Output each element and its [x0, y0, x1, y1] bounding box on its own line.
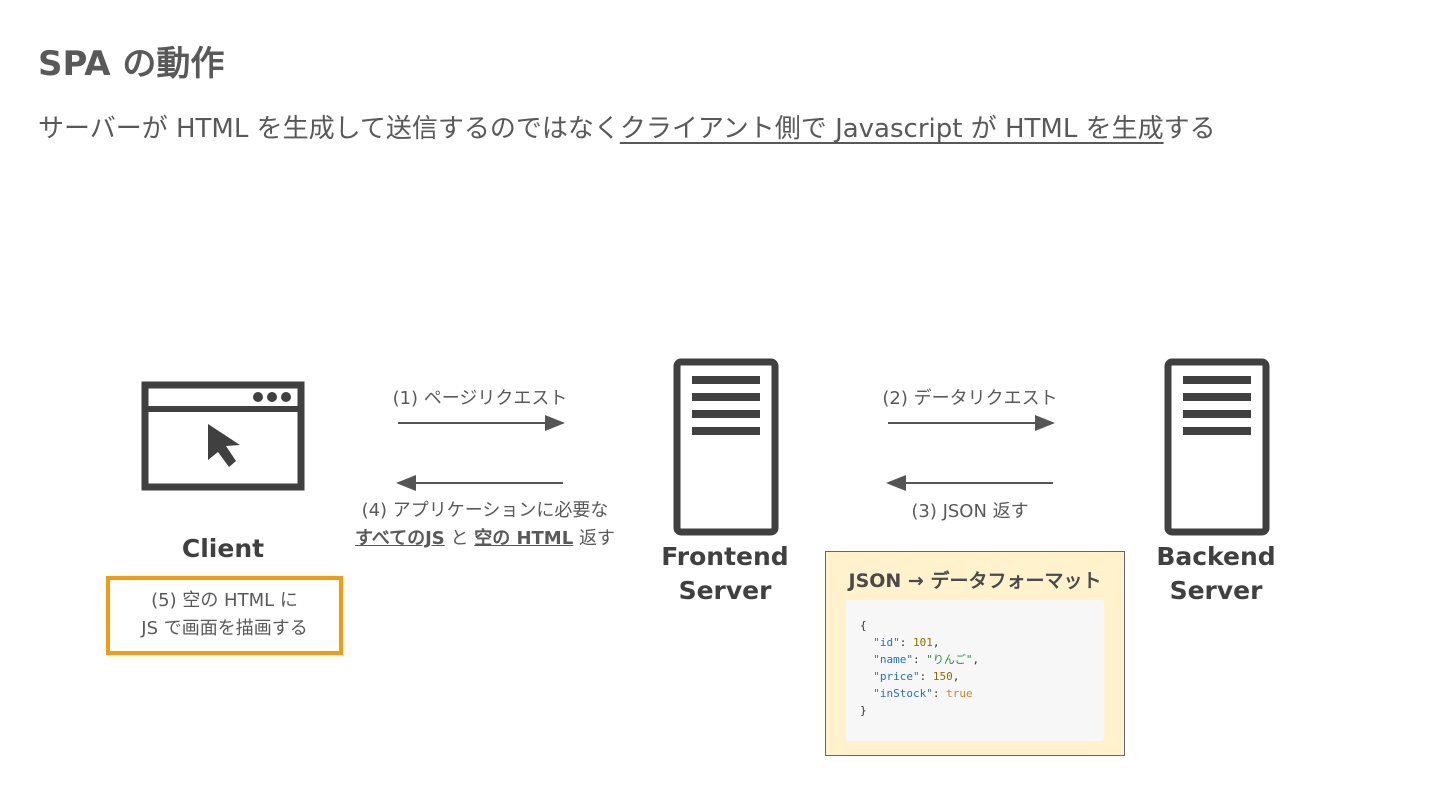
label-json-return: (3) JSON 返す: [911, 501, 1029, 522]
page-subtitle: サーバーが HTML を生成して送信するのではなくクライアント側で Javasc…: [38, 108, 1216, 145]
browser-window-icon: [141, 381, 305, 491]
frontend-server-icon: [673, 358, 779, 536]
code-line: {: [860, 619, 867, 632]
frontend-label-line2: Server: [678, 576, 772, 605]
render-note-line1: (5) 空の HTML に: [151, 590, 298, 611]
empty-html-text: 空の HTML: [474, 528, 574, 549]
label-app-return: (4) アプリケーションに必要な すべてのJS と 空の HTML 返す: [320, 497, 650, 553]
client-label: Client: [181, 534, 265, 563]
all-js-text: すべてのJS: [355, 528, 445, 549]
json-code-sample: { "id": 101, "name": "りんご", "price": 150…: [846, 600, 1104, 741]
backend-label-line1: Backend: [1156, 542, 1276, 571]
label-app-return-line1: (4) アプリケーションに必要な: [361, 500, 609, 521]
render-note-line2: JS で画面を描画する: [141, 618, 308, 639]
code-line: "inStock": true: [873, 687, 973, 700]
return-text: 返す: [578, 528, 615, 549]
code-line: "name": "りんご",: [873, 653, 980, 666]
to-text: と: [450, 528, 469, 549]
label-app-return-line2: すべてのJS と 空の HTML 返す: [320, 525, 650, 553]
frontend-label: Frontend Server: [650, 540, 800, 608]
page-title: SPA の動作: [38, 44, 225, 84]
json-box-heading: JSON → データフォーマット: [848, 570, 1102, 592]
backend-label-line2: Server: [1169, 576, 1263, 605]
backend-server-icon: [1164, 358, 1270, 536]
json-format-box: JSON → データフォーマット { "id": 101, "name": "り…: [825, 551, 1125, 756]
code-line: }: [860, 704, 867, 717]
label-page-request: (1) ページリクエスト: [392, 388, 568, 409]
subtitle-pre: サーバーが HTML を生成して送信するのではなく: [38, 114, 620, 144]
render-note-box: (5) 空の HTML に JS で画面を描画する: [106, 576, 343, 655]
cursor-icon: [208, 424, 240, 467]
frontend-label-line1: Frontend: [661, 542, 789, 571]
code-line: "price": 150,: [873, 670, 960, 683]
subtitle-underlined: クライアント側で Javascript が HTML を生成: [619, 114, 1164, 144]
label-data-request: (2) データリクエスト: [882, 388, 1058, 409]
code-line: "id": 101,: [873, 636, 940, 649]
backend-label: Backend Server: [1140, 540, 1292, 608]
subtitle-post: する: [1163, 114, 1216, 144]
